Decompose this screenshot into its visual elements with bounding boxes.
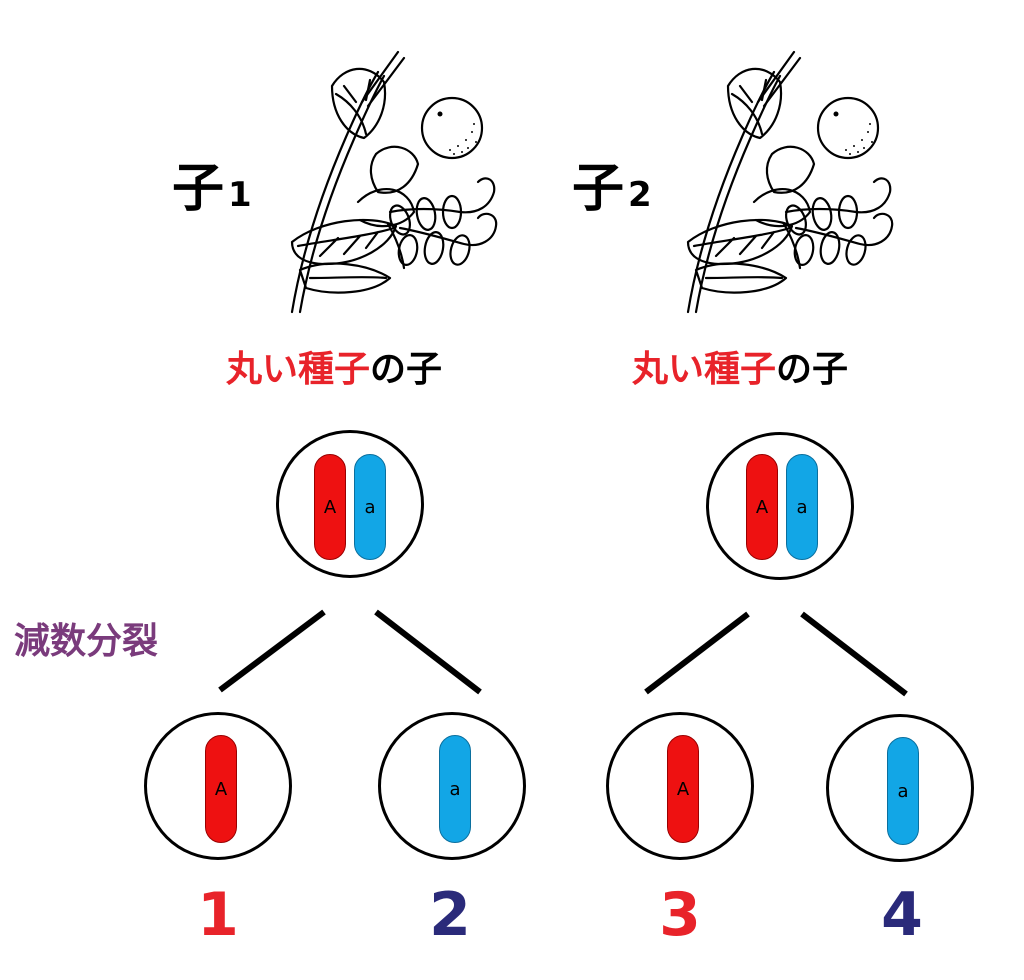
gamete-cell-1: A (144, 712, 292, 860)
chromosome-dominant: A (746, 454, 778, 560)
gamete-number-2: 2 (429, 880, 471, 950)
gamete-cell-3: A (606, 712, 754, 860)
allele-label: A (755, 496, 769, 518)
chromosome-dominant: A (314, 454, 346, 560)
division-line (374, 609, 482, 695)
child-2-caption-highlight: 丸い種子 (632, 349, 777, 390)
child-2-kanji: 子 (572, 159, 625, 219)
child-1-caption-rest: の子 (370, 349, 443, 390)
gamete-number-4: 4 (881, 880, 923, 950)
gamete-number-3: 3 (659, 880, 701, 950)
child-1-number: 1 (228, 175, 252, 215)
meiosis-label: 減数分裂 (14, 621, 159, 662)
child-1-caption: 丸い種子の子 (226, 340, 442, 392)
gamete-number-1: 1 (197, 880, 239, 950)
division-line (218, 609, 326, 693)
pea-plant-illustration (686, 50, 894, 314)
allele-label: a (897, 780, 909, 802)
child-2-caption: 丸い種子の子 (632, 340, 848, 392)
division-line (644, 611, 750, 695)
chromosome-recessive: a (887, 737, 919, 845)
chromosome-dominant: A (205, 735, 237, 843)
child-2-caption-rest: の子 (776, 349, 849, 390)
allele-label: A (214, 778, 228, 800)
chromosome-dominant: A (667, 735, 699, 843)
child-1-caption-highlight: 丸い種子 (226, 349, 371, 390)
child-2-number: 2 (628, 175, 652, 215)
division-line (800, 611, 908, 697)
chromosome-recessive: a (439, 735, 471, 843)
allele-label: A (676, 778, 690, 800)
parent-cell-2: A a (706, 432, 854, 580)
chromosome-recessive: a (354, 454, 386, 560)
child-1-kanji: 子 (172, 159, 225, 219)
pea-plant-illustration (290, 50, 498, 314)
allele-label: a (449, 778, 461, 800)
parent-cell-1: A a (276, 430, 424, 578)
gamete-cell-2: a (378, 712, 526, 860)
gamete-cell-4: a (826, 714, 974, 862)
chromosome-recessive: a (786, 454, 818, 560)
allele-label: a (364, 496, 376, 518)
allele-label: a (796, 496, 808, 518)
allele-label: A (323, 496, 337, 518)
